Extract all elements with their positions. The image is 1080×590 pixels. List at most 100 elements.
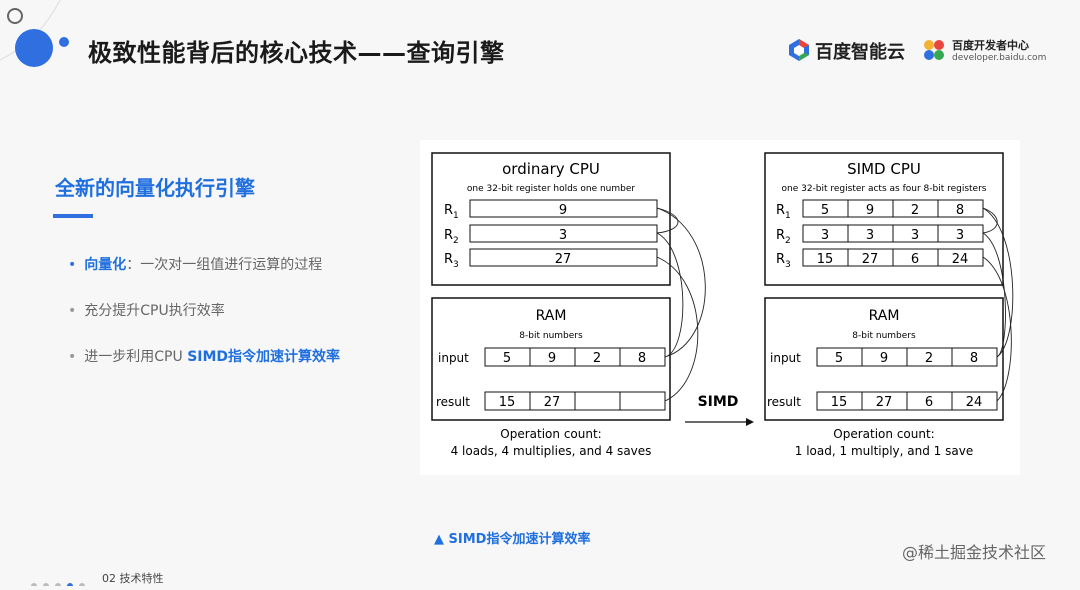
register-value: 3 (559, 228, 567, 243)
bullet-item: •进一步利用CPU SIMD指令加速计算效率 (68, 346, 340, 366)
brand-dev-url: developer.baidu.com (952, 53, 1047, 63)
ram-cell-value: 27 (876, 395, 893, 410)
bullet-dot: • (68, 257, 77, 273)
left-cpu-panel: ordinary CPU one 32-bit register holds o… (431, 152, 671, 286)
ram-cell-value: 9 (880, 351, 888, 366)
right-ram-title: RAM (869, 308, 900, 324)
ram-input-label: input (770, 351, 801, 365)
ram-cell-value: 2 (925, 351, 933, 366)
bullet-item: • 充分提升CPU执行效率 (68, 300, 225, 320)
register-value: 2 (911, 203, 919, 218)
right-cpu-title: SIMD CPU (847, 160, 921, 178)
register-value: 8 (956, 203, 964, 218)
section-underline (53, 214, 93, 218)
register-value: 9 (559, 203, 567, 218)
decor-circles (0, 0, 69, 67)
left-ram-subtitle: 8-bit numbers (519, 331, 583, 341)
ram-cell-value: 2 (593, 351, 601, 366)
register-value: 3 (821, 228, 829, 243)
bullet-item: • 向量化：一次对一组值进行运算的过程 (68, 254, 322, 274)
ram-cell-value: 6 (925, 395, 933, 410)
baidu-cloud-logo-icon (789, 39, 809, 61)
simd-arrow-label: SIMD (698, 394, 739, 410)
decor-big-dot (15, 29, 53, 67)
bullet-text: 充分提升CPU执行效率 (84, 303, 225, 319)
register-value: 3 (866, 228, 874, 243)
simd-diagram: ordinary CPU one 32-bit register holds o… (420, 140, 1020, 475)
register-row: R1 9 (444, 199, 658, 221)
left-ops-line2: 4 loads, 4 multiplies, and 4 saves (451, 444, 652, 458)
register-label: R (444, 228, 453, 243)
simd-arrow-icon (685, 418, 754, 426)
left-cpu-subtitle: one 32-bit register holds one number (467, 184, 635, 194)
watermark: @稀土掘金技术社区 (902, 543, 1047, 562)
svg-text:R2: R2 (776, 228, 791, 246)
register-row: R3 27 (444, 248, 658, 270)
ram-input-label: input (438, 351, 469, 365)
register-value: 6 (911, 252, 919, 267)
svg-text:R3: R3 (444, 252, 459, 270)
register-value: 3 (956, 228, 964, 243)
register-value: 27 (555, 252, 572, 267)
right-ram-subtitle: 8-bit numbers (852, 331, 916, 341)
register-value: 3 (911, 228, 919, 243)
right-ram-result-cells: 15 27 6 24 (816, 391, 998, 411)
right-ops-line2: 1 load, 1 multiply, and 1 save (795, 444, 973, 458)
section-title: 全新的向量化执行引擎 (55, 176, 255, 200)
ram-cell-value: 24 (966, 395, 983, 410)
page-title: 极致性能背后的核心技术——查询引擎 (88, 39, 505, 67)
svg-text:R1: R1 (444, 203, 459, 221)
bullet-dot: • (68, 303, 77, 319)
register-value: 24 (952, 252, 969, 267)
right-cpu-panel: SIMD CPU one 32-bit register acts as fou… (764, 152, 1004, 286)
ram-cell-value: 15 (499, 395, 516, 410)
decor-ring (7, 8, 23, 24)
ram-result-label: result (767, 395, 801, 409)
register-row: R3 15 27 6 24 (776, 248, 984, 270)
decor-small-dot (59, 37, 69, 47)
register-value: 5 (821, 203, 829, 218)
left-ops-line1: Operation count: (500, 427, 601, 441)
right-ram-panel: RAM 8-bit numbers input result 5 9 2 8 1… (764, 297, 1004, 421)
register-sub: 3 (785, 260, 791, 270)
register-label: R (776, 203, 785, 218)
register-label: R (776, 252, 785, 267)
svg-text:R2: R2 (444, 228, 459, 246)
right-cpu-subtitle: one 32-bit register acts as four 8-bit r… (781, 184, 986, 194)
right-ops-line1: Operation count: (833, 427, 934, 441)
svg-text:R3: R3 (776, 252, 791, 270)
bullet-text: ：一次对一组值进行运算的过程 (126, 257, 323, 273)
svg-text:R1: R1 (776, 203, 791, 221)
ram-cell-value: 5 (503, 351, 511, 366)
register-sub: 1 (785, 211, 791, 221)
ram-cell-value: 8 (970, 351, 978, 366)
footer-section-label: 02 技术特性 (102, 572, 164, 585)
left-ram-title: RAM (536, 308, 567, 324)
dev-center-logo-icon (924, 40, 944, 60)
brand-cloud-name: 百度智能云 (815, 42, 905, 63)
left-flow-arcs (656, 207, 706, 402)
register-value: 9 (866, 203, 874, 218)
bullet-strong: 向量化 (84, 257, 127, 273)
right-ram-input-cells: 5 9 2 8 (816, 347, 998, 367)
ram-cell-value: 15 (831, 395, 848, 410)
nav-dots-icon (31, 583, 85, 589)
ram-result-label: result (436, 395, 470, 409)
register-sub: 2 (785, 236, 791, 246)
register-value: 15 (817, 252, 834, 267)
ram-cell-value: 5 (835, 351, 843, 366)
register-sub: 1 (453, 211, 459, 221)
register-sub: 2 (453, 236, 459, 246)
register-label: R (776, 228, 785, 243)
brand-dev-title: 百度开发者中心 (952, 39, 1029, 52)
ram-cell-value: 27 (544, 395, 561, 410)
left-cpu-title: ordinary CPU (502, 160, 600, 178)
bullet-strong: SIMD指令加速计算效率 (187, 349, 341, 365)
footer-nav-dots (30, 571, 90, 590)
register-sub: 3 (453, 260, 459, 270)
ram-cell-value: 8 (638, 351, 646, 366)
register-value: 27 (862, 252, 879, 267)
diagram-caption: ▲ SIMD指令加速计算效率 (434, 532, 591, 547)
register-label: R (444, 252, 453, 267)
right-cpu-registers: R1 5 9 2 8 R2 3 3 3 3 (776, 199, 984, 270)
